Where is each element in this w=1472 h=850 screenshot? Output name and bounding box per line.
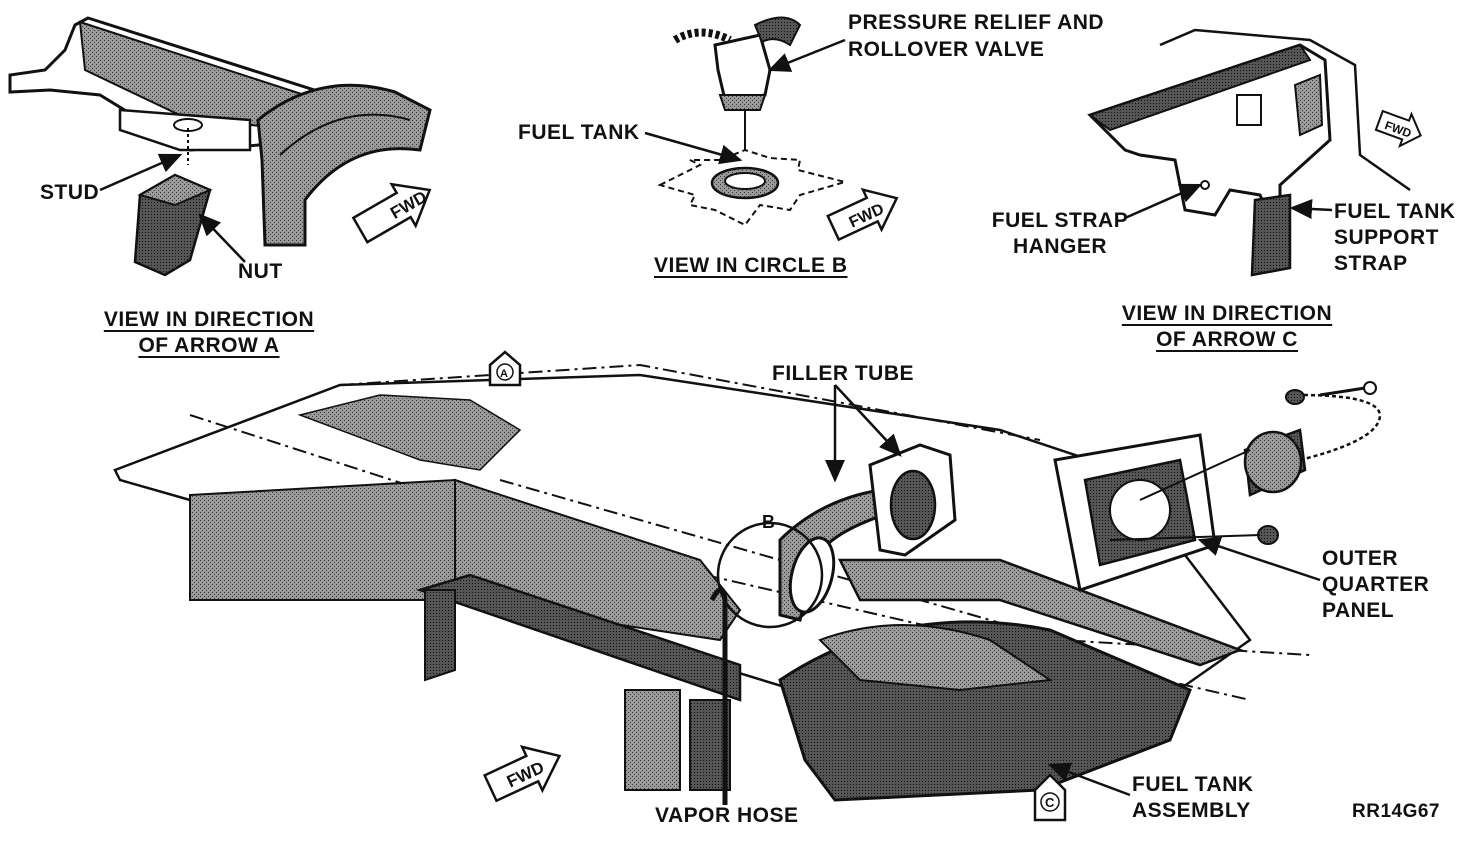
fuel-strap-hanger-label-2: HANGER [1012,235,1107,258]
view-arrow-c-title-1: VIEW IN DIRECTION [1121,302,1333,325]
main-assembly [113,350,1382,822]
arrow-a-letter: A [500,368,508,380]
fwd-arrow-main [482,745,562,803]
view-circle-b-title: VIEW IN CIRCLE B [654,254,848,277]
outer-quarter-label-1: OUTER [1322,547,1398,570]
vapor-hose-label: VAPOR HOSE [655,804,799,827]
arrow-c-marker [1033,773,1067,822]
figure-code: RR14G67 [1352,801,1440,822]
hanger-leader [1124,183,1203,220]
fuel-tank-leader [644,131,743,165]
nut-leader [198,213,246,263]
fwd-arrow-b [826,187,899,242]
tank-assembly-leader [1047,762,1131,797]
view-arrow-a-title-1: VIEW IN DIRECTION [103,308,315,331]
support-strap-label-2: SUPPORT [1334,226,1440,249]
arrow-a-marker [488,350,522,387]
outer-quarter-label-3: PANEL [1322,599,1395,622]
support-strap-label-1: FUEL TANK [1334,200,1456,223]
view-arrow-a-title-2: OF ARROW A [138,334,280,357]
support-strap-label-3: STRAP [1334,252,1408,275]
view-arrow-c-title-2: OF ARROW C [1156,328,1298,351]
tank-assembly-label-1: FUEL TANK [1132,773,1254,796]
stud-leader [99,153,183,192]
fuel-tank-label: FUEL TANK [518,121,640,144]
arrow-c-inset [1087,28,1422,277]
arrow-c-letter: C [1045,795,1055,810]
pressure-relief-label-1: PRESSURE RELIEF AND [848,11,1105,34]
nut-label: NUT [238,260,283,283]
arrow-a-inset [8,16,432,277]
filler-tube-label: FILLER TUBE [772,362,914,385]
outer-quarter-leader [1197,536,1321,582]
circle-b [716,521,824,629]
support-strap-leader [1289,199,1333,219]
valve-leader [767,38,846,72]
circle-b-letter: B [762,512,775,532]
fwd-arrow-a [351,182,432,244]
pressure-relief-label-2: ROLLOVER VALVE [848,38,1045,61]
fwd-arrow-c [1374,109,1422,149]
filler-tube-leader-2 [834,384,902,457]
circle-b-inset [644,16,899,242]
stud-label: STUD [40,181,100,204]
tank-assembly-label-2: ASSEMBLY [1132,799,1251,822]
outer-quarter-label-2: QUARTER [1322,573,1430,596]
fuel-strap-hanger-label-1: FUEL STRAP [991,209,1129,232]
